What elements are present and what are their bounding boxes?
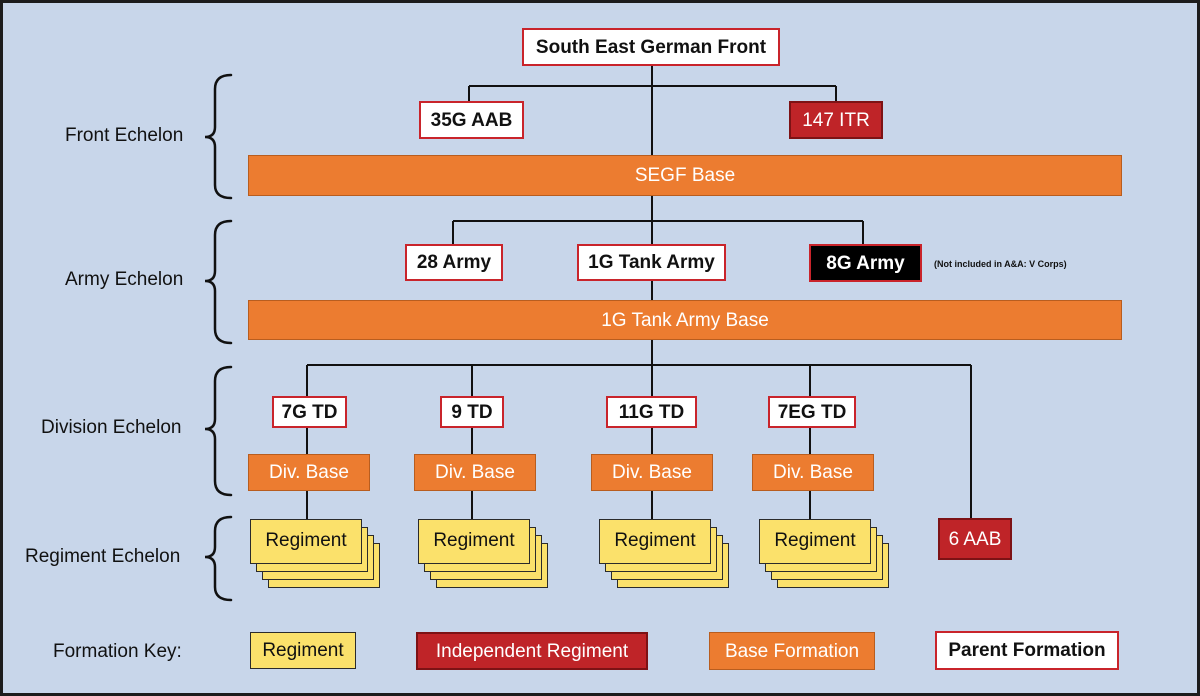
key-regiment: Regiment (250, 632, 356, 669)
army-echelon-label: Army Echelon (65, 269, 184, 290)
formation-key-label: Formation Key: (53, 641, 182, 662)
regiment-card: Regiment (418, 519, 530, 564)
regiment-card: Regiment (759, 519, 871, 564)
unit-6-aab: 6 AAB (938, 518, 1012, 560)
segf-base: SEGF Base (248, 155, 1122, 196)
unit-8g-army: 8G Army (809, 244, 922, 282)
front-brace (204, 73, 233, 200)
division-11g-td: 11G TD (606, 396, 697, 428)
regiment-card: Regiment (599, 519, 711, 564)
unit-35g-aab: 35G AAB (419, 101, 524, 139)
army-brace (204, 219, 233, 345)
div-base-11g: Div. Base (591, 454, 713, 491)
division-brace (204, 365, 233, 497)
key-base-formation: Base Formation (709, 632, 875, 670)
regiment-card: Regiment (250, 519, 362, 564)
unit-147-itr: 147 ITR (789, 101, 883, 139)
root-formation: South East German Front (522, 28, 780, 66)
unit-1g-tank-army: 1G Tank Army (577, 244, 726, 281)
regiment-brace (204, 515, 233, 602)
not-included-note: (Not included in A&A: V Corps) (934, 259, 1067, 269)
connector-lines (204, 66, 972, 602)
key-parent-formation: Parent Formation (935, 631, 1119, 670)
unit-28-army: 28 Army (405, 244, 503, 281)
division-7eg-td: 7EG TD (768, 396, 856, 428)
tank-army-base: 1G Tank Army Base (248, 300, 1122, 340)
division-7g-td: 7G TD (272, 396, 347, 428)
div-base-7eg: Div. Base (752, 454, 874, 491)
front-echelon-label: Front Echelon (65, 125, 184, 146)
division-echelon-label: Division Echelon (41, 417, 182, 438)
div-base-7g: Div. Base (248, 454, 370, 491)
div-base-9: Div. Base (414, 454, 536, 491)
regiment-echelon-label: Regiment Echelon (25, 546, 181, 567)
division-9-td: 9 TD (440, 396, 504, 428)
key-independent-regiment: Independent Regiment (416, 632, 648, 670)
